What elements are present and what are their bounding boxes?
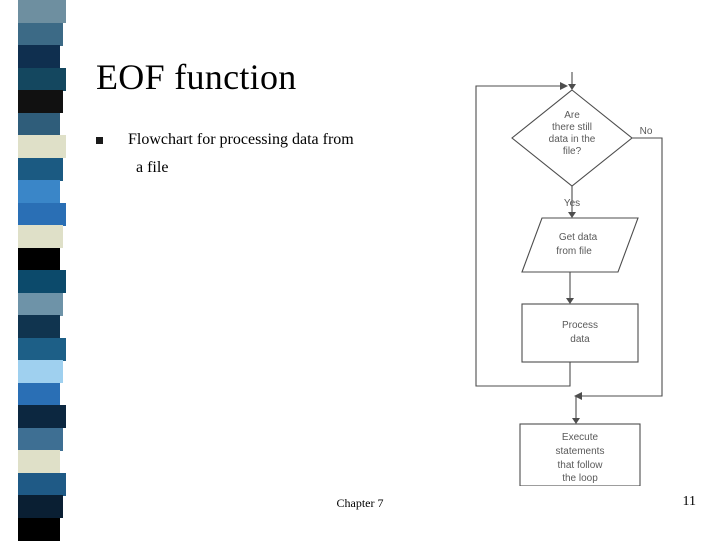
strip-band: [18, 0, 66, 24]
execute-line-4: the loop: [562, 473, 598, 484]
strip-band: [18, 427, 63, 451]
strip-band: [18, 495, 63, 519]
strip-band: [18, 45, 60, 69]
bullet-text: Flowchart for processing data from a fil…: [128, 126, 354, 182]
decision-line-4: file?: [563, 146, 582, 157]
label-no: No: [640, 126, 653, 137]
strip-band: [18, 292, 63, 316]
strip-band: [18, 517, 60, 541]
strip-band: [18, 67, 66, 91]
decorative-color-strip: [18, 0, 66, 541]
process-line-2: data: [570, 334, 590, 345]
strip-band: [18, 382, 60, 406]
label-yes: Yes: [564, 198, 580, 209]
execute-line-3: that follow: [557, 460, 603, 471]
decision-line-1: Are: [564, 110, 580, 121]
strip-band: [18, 450, 60, 474]
footer-chapter: Chapter 7: [336, 496, 384, 510]
footer-page-number: 11: [682, 494, 696, 509]
strip-band: [18, 472, 66, 496]
strip-band: [18, 90, 63, 114]
strip-band: [18, 112, 60, 136]
strip-band: [18, 270, 66, 294]
execute-line-1: Execute: [562, 432, 599, 443]
get-data-line-1: Get data: [559, 232, 598, 243]
strip-band: [18, 135, 66, 159]
strip-band: [18, 337, 66, 361]
strip-band: [18, 202, 66, 226]
flowchart-image: Are there still data in the file? No Yes…: [466, 66, 698, 486]
decision-line-2: there still: [552, 122, 592, 133]
strip-band: [18, 157, 63, 181]
bullet-line-1: Flowchart for processing data from: [128, 131, 354, 148]
strip-band: [18, 247, 60, 271]
strip-band: [18, 360, 63, 384]
get-data-line-2: from file: [556, 246, 592, 257]
square-bullet-icon: [96, 137, 103, 144]
page-title: EOF function: [96, 57, 297, 97]
bullet-line-2: a file: [136, 159, 169, 176]
strip-band: [18, 180, 60, 204]
strip-band: [18, 405, 66, 429]
execute-line-2: statements: [556, 446, 605, 457]
decision-line-3: data in the: [549, 134, 596, 145]
process-line-1: Process: [562, 320, 598, 331]
strip-band: [18, 22, 63, 46]
strip-band: [18, 315, 60, 339]
strip-band: [18, 225, 63, 249]
